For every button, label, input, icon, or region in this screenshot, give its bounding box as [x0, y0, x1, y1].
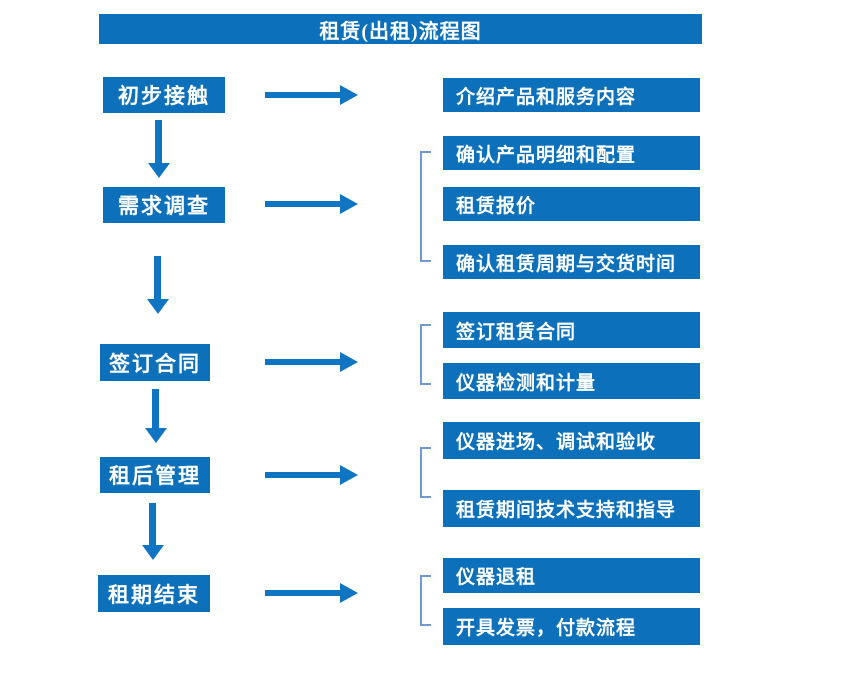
arrow-head	[340, 85, 358, 105]
arrow-shaft	[149, 503, 156, 545]
flowchart-title: 租赁(出租)流程图	[99, 14, 702, 44]
step-box-sign-contract: 签订合同	[100, 344, 210, 381]
arrow-right-icon	[265, 194, 358, 214]
group-bracket	[420, 151, 431, 262]
arrow-shaft	[265, 201, 341, 207]
arrow-right-icon	[265, 465, 358, 485]
output-box-instrument-entry-debug-acceptance: 仪器进场、调试和验收	[443, 422, 700, 459]
group-bracket	[420, 575, 431, 626]
arrow-down-icon	[142, 503, 164, 560]
output-box-instrument-testing-metering: 仪器检测和计量	[443, 363, 700, 399]
step-box-demand-survey: 需求调查	[103, 187, 225, 223]
group-bracket	[420, 324, 431, 385]
arrow-head	[340, 583, 358, 603]
output-box-invoice-payment-process: 开具发票，付款流程	[443, 608, 700, 645]
output-box-instrument-return: 仪器退租	[443, 558, 700, 593]
arrow-head	[340, 465, 358, 485]
output-box-rental-quote: 租赁报价	[443, 187, 700, 221]
arrow-down-icon	[147, 256, 169, 314]
arrow-shaft	[265, 590, 341, 596]
arrow-shaft	[265, 92, 341, 98]
output-box-sign-rental-contract: 签订租赁合同	[443, 312, 700, 348]
arrow-head	[340, 352, 358, 372]
step-box-initial-contact: 初步接触	[103, 77, 225, 113]
arrow-shaft	[155, 120, 162, 163]
arrow-shaft	[265, 359, 341, 365]
arrow-right-icon	[265, 85, 358, 105]
output-box-confirm-rental-period-delivery: 确认租赁周期与交货时间	[443, 245, 700, 279]
arrow-head	[142, 545, 164, 560]
arrow-right-icon	[265, 352, 358, 372]
arrow-head	[148, 163, 170, 178]
step-box-post-rental-management: 租后管理	[100, 457, 210, 493]
arrow-shaft	[154, 256, 161, 299]
output-box-introduce-products-services: 介绍产品和服务内容	[443, 78, 700, 112]
arrow-head	[147, 299, 169, 314]
output-box-confirm-product-details: 确认产品明细和配置	[443, 136, 700, 170]
arrow-head	[340, 194, 358, 214]
arrow-shaft	[152, 389, 159, 428]
arrow-down-icon	[145, 389, 167, 443]
output-box-technical-support-guidance: 租赁期间技术支持和指导	[443, 490, 700, 527]
arrow-down-icon	[148, 120, 170, 178]
arrow-head	[145, 428, 167, 443]
arrow-right-icon	[265, 583, 358, 603]
arrow-shaft	[265, 472, 341, 478]
step-box-rental-end: 租期结束	[98, 575, 210, 612]
group-bracket	[420, 447, 431, 498]
